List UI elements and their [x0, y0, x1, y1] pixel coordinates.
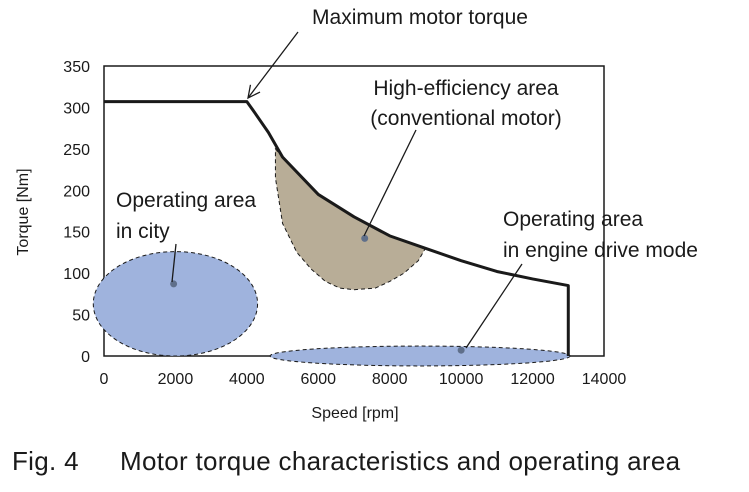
y-tick-label: 300 — [63, 100, 90, 117]
regions-layer — [92, 147, 571, 367]
leader-layer — [171, 31, 523, 349]
leader-high-efficiency — [363, 129, 417, 237]
y-ticks: 0 50 100 150 200 250 300 350 — [63, 59, 90, 366]
x-axis-label: Speed [rpm] — [311, 405, 398, 422]
leader-engine-drive — [465, 263, 523, 349]
annotation-high-eff-line2: (conventional motor) — [370, 107, 561, 130]
x-ticks: 0 2000 4000 6000 8000 10000 12000 14000 — [100, 371, 627, 388]
region-city-marker — [170, 280, 178, 288]
annotation-engine-line2: in engine drive mode — [503, 239, 698, 262]
y-tick-label: 0 — [81, 349, 90, 366]
annotation-city-line1: Operating area — [116, 189, 256, 212]
x-tick-label: 14000 — [582, 371, 627, 388]
y-tick-label: 50 — [72, 308, 90, 325]
y-tick-label: 350 — [63, 59, 90, 76]
y-tick-label: 250 — [63, 142, 90, 159]
marker-layer — [170, 234, 465, 354]
line-layer — [104, 100, 570, 356]
x-tick-label: 2000 — [158, 371, 194, 388]
max-torque-line — [104, 100, 570, 356]
leader-city — [171, 243, 177, 283]
x-tick-label: 12000 — [510, 371, 555, 388]
annotation-max-torque: Maximum motor torque — [312, 6, 528, 29]
region-high-efficiency — [274, 147, 427, 291]
region-engine-drive — [269, 345, 571, 367]
torque-chart: 0 2000 4000 6000 8000 10000 12000 14000 0 50 100 1… — [15, 6, 698, 422]
x-tick-label: 6000 — [300, 371, 336, 388]
region-high-efficiency-marker — [361, 234, 369, 242]
leader-max-torque-arrowhead — [247, 84, 261, 100]
figure-caption: Fig. 4 Motor torque characteristics and o… — [12, 446, 742, 477]
leader-max-torque — [247, 31, 299, 99]
y-tick-label: 100 — [63, 266, 90, 283]
y-tick-label: 200 — [63, 183, 90, 200]
x-tick-label: 10000 — [439, 371, 484, 388]
region-engine-drive-marker — [457, 346, 465, 354]
annotation-city-line2: in city — [116, 220, 170, 243]
figure-caption-text: Motor torque characteristics and operati… — [120, 446, 681, 476]
annotation-engine-line1: Operating area — [503, 208, 643, 231]
x-tick-label: 8000 — [372, 371, 408, 388]
x-tick-label: 4000 — [229, 371, 265, 388]
x-tick-label: 0 — [100, 371, 109, 388]
annotation-high-eff-line1: High-efficiency area — [373, 77, 559, 100]
region-city — [92, 251, 259, 357]
y-tick-label: 150 — [63, 225, 90, 242]
figure-caption-label: Fig. 4 — [12, 446, 79, 476]
y-axis-label: Torque [Nm] — [15, 168, 32, 255]
